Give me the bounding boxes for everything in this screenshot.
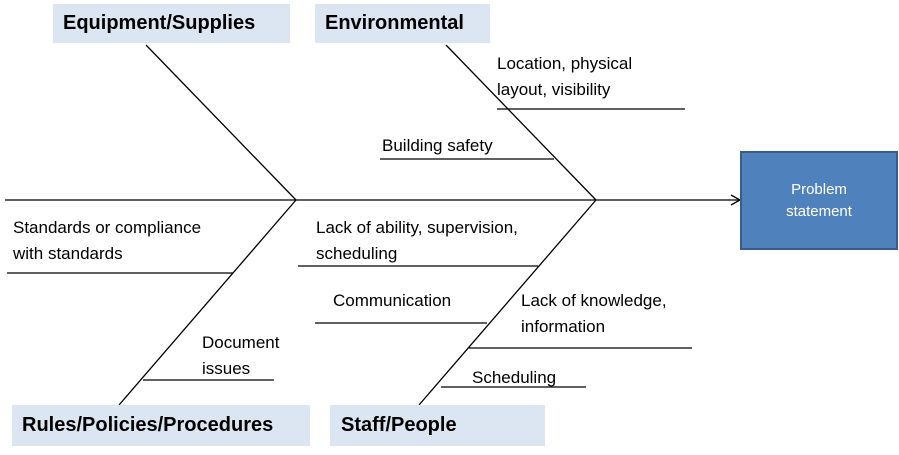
cause-location: Location, physical layout, visibility — [497, 51, 632, 103]
category-label-equipment: Equipment/Supplies — [63, 12, 256, 34]
cause-document: Document issues — [202, 330, 279, 382]
cause-lack-ability-line1: Lack of ability, supervision, — [316, 218, 518, 237]
category-box-staff: Staff/People — [330, 405, 545, 446]
cause-location-line2: layout, visibility — [497, 80, 611, 99]
category-label-environmental: Environmental — [325, 12, 464, 34]
category-label-staff: Staff/People — [341, 414, 457, 436]
category-box-environmental: Environmental — [315, 4, 490, 43]
cause-lack-ability: Lack of ability, supervision, scheduling — [316, 215, 518, 267]
cause-lack-ability-line2: scheduling — [316, 244, 398, 263]
bone-environmental — [445, 44, 597, 201]
cause-standards-line2: with standards — [13, 244, 123, 263]
bone-rules — [118, 199, 297, 406]
cause-scheduling: Scheduling — [472, 365, 556, 391]
bone-equipment — [145, 44, 297, 201]
cause-standards: Standards or compliance with standards — [13, 215, 201, 267]
cause-lack-knowledge-line1: Lack of knowledge, — [521, 291, 667, 310]
bone-staff — [418, 199, 597, 406]
cause-location-line1: Location, physical — [497, 54, 633, 73]
cause-building-safety: Building safety — [382, 133, 493, 159]
cause-document-line2: issues — [202, 359, 251, 378]
cause-document-line1: Document — [202, 333, 280, 352]
cause-lack-knowledge: Lack of knowledge, information — [521, 288, 667, 340]
category-label-rules: Rules/Policies/Procedures — [22, 414, 274, 436]
cause-communication-text: Communication — [333, 291, 452, 310]
cause-scheduling-text: Scheduling — [472, 368, 557, 387]
category-box-rules: Rules/Policies/Procedures — [12, 405, 310, 446]
cause-standards-line1: Standards or compliance — [13, 218, 202, 237]
category-box-equipment: Equipment/Supplies — [53, 4, 290, 43]
problem-statement-line2: statement — [786, 202, 852, 220]
problem-statement-box: Problem statement — [740, 151, 898, 250]
cause-lack-knowledge-line2: information — [521, 317, 606, 336]
cause-building-safety-text: Building safety — [382, 136, 493, 155]
cause-communication: Communication — [333, 288, 451, 314]
problem-statement-line1: Problem — [791, 180, 847, 198]
